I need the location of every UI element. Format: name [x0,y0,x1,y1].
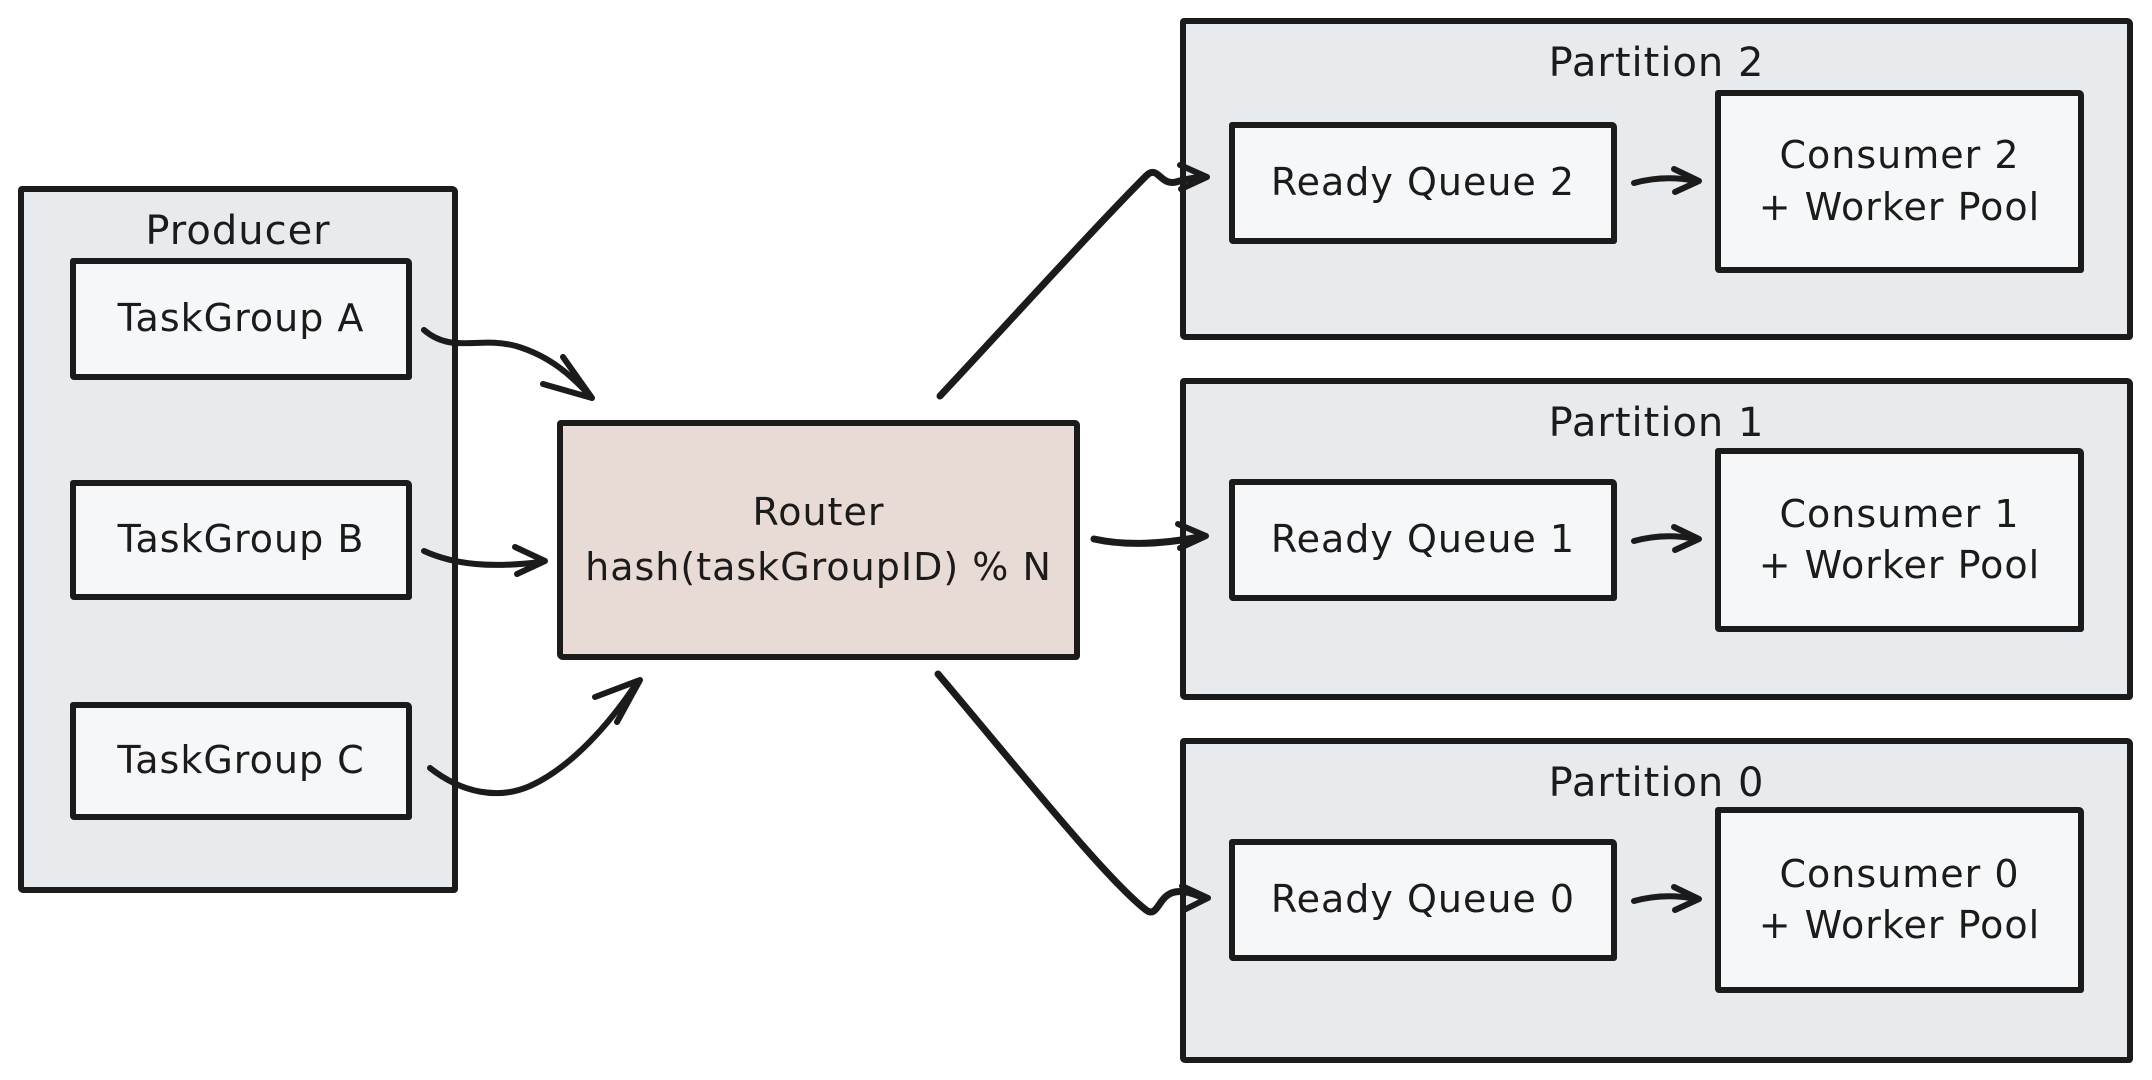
consumer-2-line1: Consumer 2 [1779,133,2020,178]
producer-title: Producer [145,208,331,254]
consumer-1-box: Consumer 1 + Worker Pool [1715,448,2084,632]
taskgroup-a-label: TaskGroup A [117,296,365,341]
consumer-2-box: Consumer 2 + Worker Pool [1715,90,2084,273]
partition-2-box: Partition 2 Ready Queue 2 Consumer 2 + W… [1180,18,2133,340]
consumer-1-line2: + Worker Pool [1758,543,2041,587]
arrow-router-to-partition-0 [934,670,1211,916]
consumer-0-box: Consumer 0 + Worker Pool [1715,807,2084,993]
producer-box: Producer TaskGroup A TaskGroup B TaskGro… [18,186,458,893]
partition-1-box: Partition 1 Ready Queue 1 Consumer 1 + W… [1180,378,2133,700]
arrow-taskgroup-c-to-router [427,677,643,797]
taskgroup-c-box: TaskGroup C [70,702,412,820]
partition-0-box: Partition 0 Ready Queue 0 Consumer 0 + W… [1180,738,2133,1063]
router-title: Router [752,489,885,534]
consumer-2-label: Consumer 2 + Worker Pool [1759,130,2041,233]
router-box: Router hash(taskGroupID) % N [557,420,1080,660]
consumer-0-label: Consumer 0 + Worker Pool [1759,849,2041,952]
ready-queue-2-box: Ready Queue 2 [1229,122,1617,244]
taskgroup-b-label: TaskGroup B [117,517,365,562]
router-formula: hash(taskGroupID) % N [585,545,1052,589]
arrow-router-to-partition-2 [936,162,1210,400]
consumer-1-line1: Consumer 1 [1779,491,2020,536]
partition-0-title: Partition 0 [1548,760,1765,806]
taskgroup-a-box: TaskGroup A [70,258,412,380]
consumer-0-line1: Consumer 0 [1779,851,2020,896]
ready-queue-1-box: Ready Queue 1 [1229,479,1617,601]
partition-2-title: Partition 2 [1548,40,1765,86]
ready-queue-0-box: Ready Queue 0 [1229,839,1617,961]
consumer-0-line2: + Worker Pool [1758,903,2041,947]
ready-queue-0-label: Ready Queue 0 [1270,877,1576,922]
consumer-1-label: Consumer 1 + Worker Pool [1759,489,2041,592]
ready-queue-1-label: Ready Queue 1 [1270,517,1576,562]
taskgroup-c-label: TaskGroup C [117,738,365,783]
partition-1-title: Partition 1 [1548,400,1765,446]
consumer-2-line2: + Worker Pool [1758,184,2041,229]
ready-queue-2-label: Ready Queue 2 [1270,160,1576,205]
taskgroup-b-box: TaskGroup B [70,480,412,600]
